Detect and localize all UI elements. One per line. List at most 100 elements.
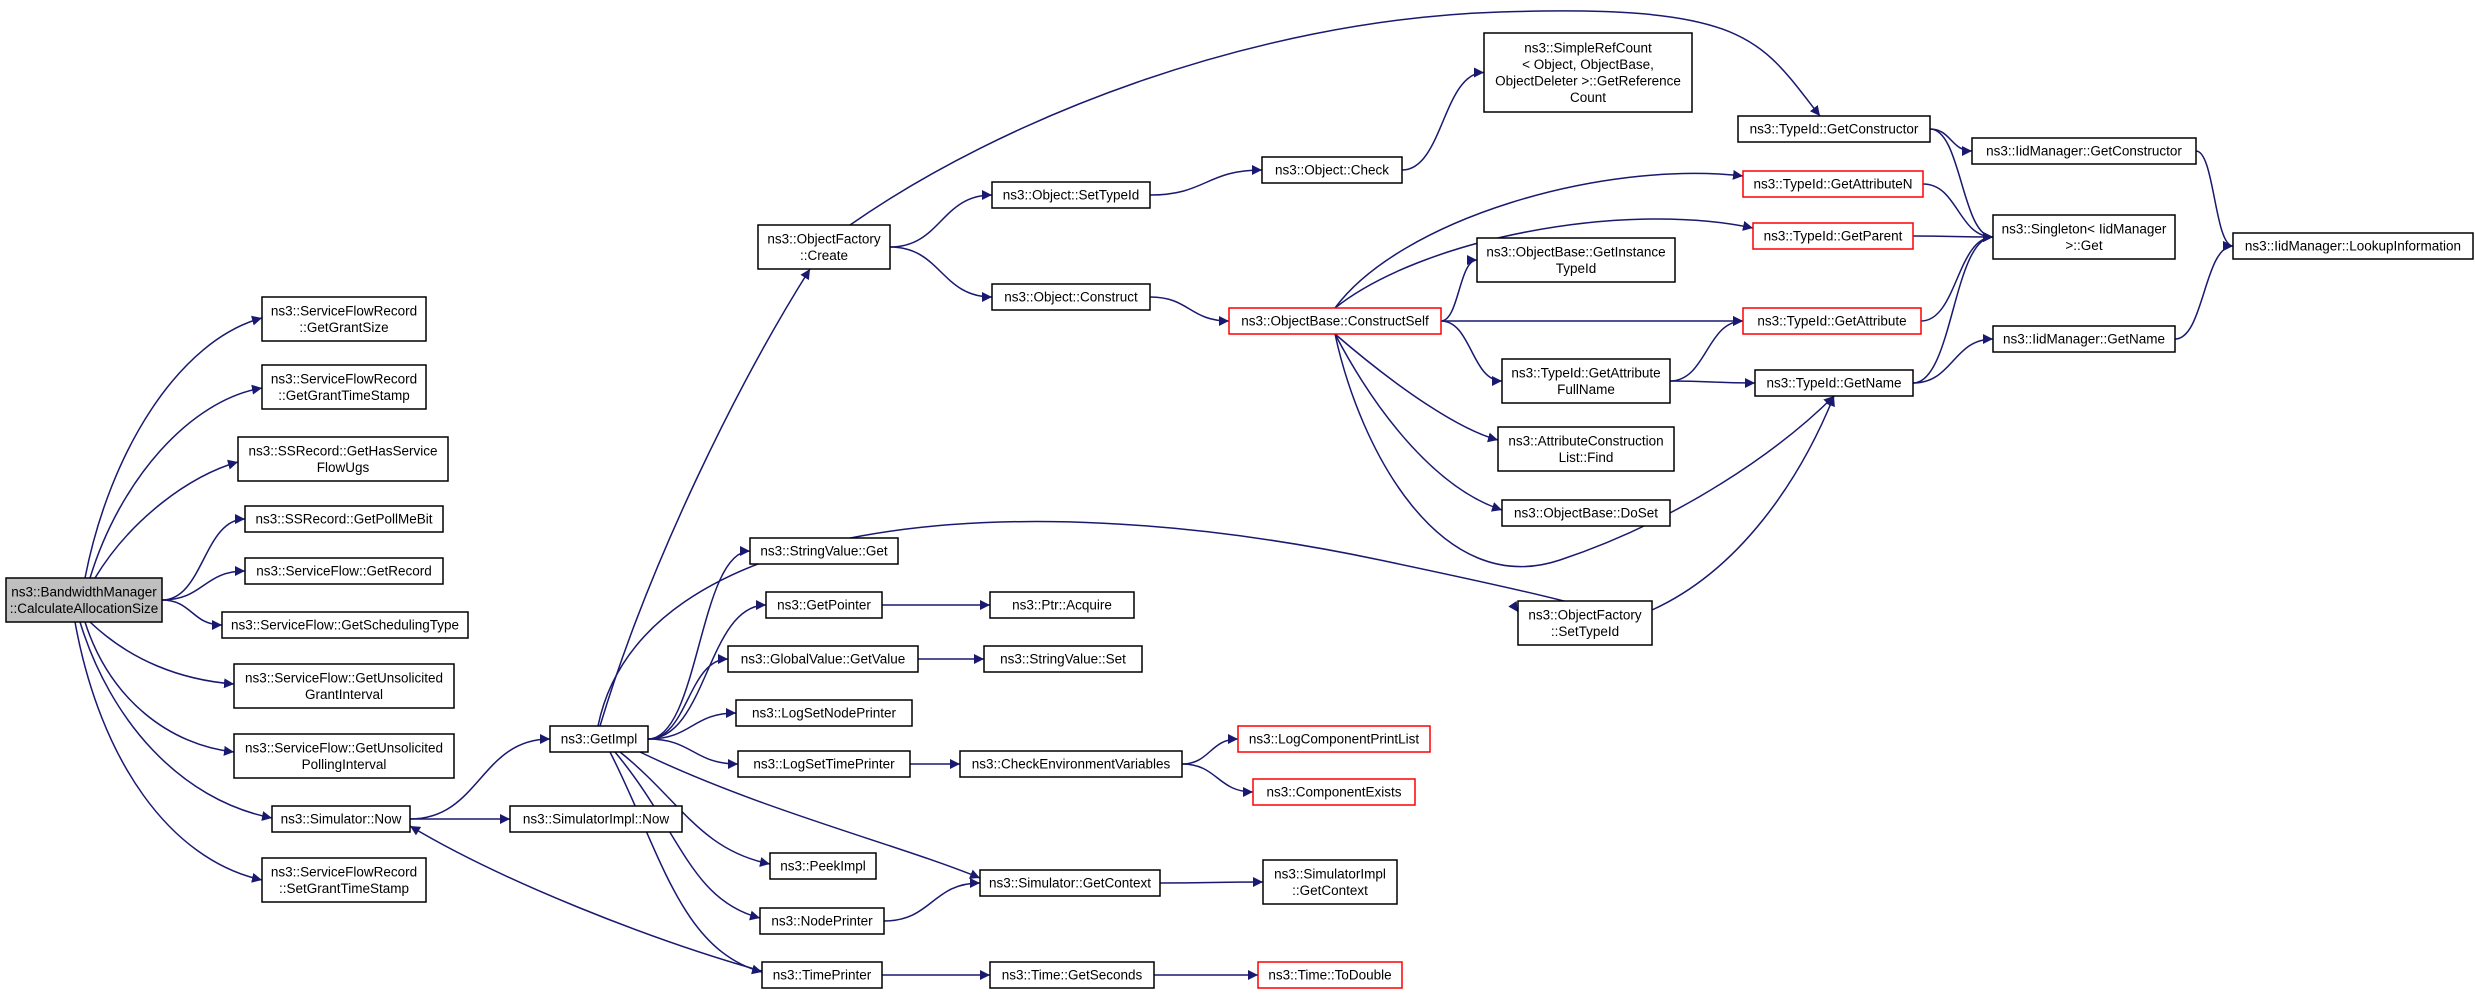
node-sim-now[interactable]: ns3::Simulator::Now xyxy=(271,805,411,833)
node-label-line: PollingInterval xyxy=(302,757,387,772)
edge-object_check-to-simplerefcount xyxy=(1401,67,1485,171)
node-globalvalue-getvalue[interactable]: ns3::GlobalValue::GetValue xyxy=(727,645,919,673)
edge-line xyxy=(161,566,246,601)
node-objfactory-create[interactable]: ns3::ObjectFactory::Create xyxy=(757,224,891,270)
node-typeid-getname[interactable]: ns3::TypeId::GetName xyxy=(1754,369,1914,397)
edge-getimpl-to-logsetnodeprinter xyxy=(647,708,737,740)
node-box xyxy=(761,961,883,989)
node-simplerefcount[interactable]: ns3::SimpleRefCount< Object, ObjectBase,… xyxy=(1483,32,1693,113)
edge-line xyxy=(639,751,981,879)
edge-getimpl-to-peekimpl xyxy=(619,751,771,867)
node-sfr-setgranttimestamp[interactable]: ns3::ServiceFlowRecord::SetGrantTimeStam… xyxy=(261,857,427,903)
node-sf-getunsolpoll[interactable]: ns3::ServiceFlow::GetUnsolicitedPollingI… xyxy=(233,733,455,779)
node-sf-getrecord[interactable]: ns3::ServiceFlow::GetRecord xyxy=(244,557,444,585)
node-time-getseconds[interactable]: ns3::Time::GetSeconds xyxy=(989,961,1155,989)
node-object-construct[interactable]: ns3::Object::Construct xyxy=(991,283,1151,311)
node-box xyxy=(2232,232,2474,260)
edge-line xyxy=(1149,296,1230,326)
node-timeprinter[interactable]: ns3::TimePrinter xyxy=(761,961,883,989)
node-stringvalue-set[interactable]: ns3::StringValue::Set xyxy=(983,645,1143,673)
edge-line xyxy=(161,599,223,630)
node-time-todouble[interactable]: ns3::Time::ToDouble xyxy=(1257,961,1403,989)
edge-line xyxy=(647,738,739,769)
edge-getimpl-to-timeprinter xyxy=(609,751,763,975)
edge-line xyxy=(1929,128,1973,156)
node-objfactory-settypeid[interactable]: ns3::ObjectFactory::SetTypeId xyxy=(1517,600,1653,646)
edge-line xyxy=(89,621,235,689)
node-object-check[interactable]: ns3::Object::Check xyxy=(1261,156,1403,184)
node-simimpl-now[interactable]: ns3::SimulatorImpl::Now xyxy=(509,805,683,833)
edge-objectbase_constructself-to-objectbase_doset xyxy=(1334,333,1503,512)
node-label-line: ::SetTypeId xyxy=(1551,624,1619,639)
node-label-line: ::SetGrantTimeStamp xyxy=(279,881,409,896)
node-simimpl-getcontext[interactable]: ns3::SimulatorImpl::GetContext xyxy=(1262,859,1398,905)
node-logcomponentprintlist[interactable]: ns3::LogComponentPrintList xyxy=(1237,725,1431,753)
node-ptr-acquire[interactable]: ns3::Ptr::Acquire xyxy=(989,591,1135,619)
node-label-line: FlowUgs xyxy=(317,460,370,475)
edge-line xyxy=(1334,218,1754,309)
edge-objectbase_constructself-to-typeid_getname xyxy=(1334,333,1835,568)
node-typeid-getparent[interactable]: ns3::TypeId::GetParent xyxy=(1752,222,1914,250)
edge-objectbase_constructself-to-typeid_getparent xyxy=(1334,218,1754,309)
node-sfr-getgrantsize[interactable]: ns3::ServiceFlowRecord::GetGrantSize xyxy=(261,296,427,342)
node-objectbase-doset[interactable]: ns3::ObjectBase::DoSet xyxy=(1501,499,1671,527)
node-label-line: ns3::SimpleRefCount xyxy=(1524,40,1652,55)
node-box xyxy=(1483,32,1693,113)
node-box xyxy=(1971,137,2197,165)
node-root[interactable]: ns3::BandwidthManager::CalculateAllocati… xyxy=(5,577,163,623)
node-singleton-get[interactable]: ns3::Singleton< IidManager>::Get xyxy=(1992,214,2176,260)
node-box xyxy=(1237,725,1431,753)
edge-typeid_getconstructor-to-iidmanager_getconstructor xyxy=(1929,128,1973,156)
node-typeid-getattribute[interactable]: ns3::TypeId::GetAttribute xyxy=(1742,307,1922,335)
node-label-line: ns3::ObjectBase::ConstructSelf xyxy=(1241,314,1429,329)
edge-getimpl-to-getpointer xyxy=(647,600,767,740)
node-logsettimeprinter[interactable]: ns3::LogSetTimePrinter xyxy=(737,750,911,778)
node-typeid-getconstructor[interactable]: ns3::TypeId::GetConstructor xyxy=(1737,115,1931,143)
node-objectbase-constructself[interactable]: ns3::ObjectBase::ConstructSelf xyxy=(1228,307,1442,335)
edge-line xyxy=(1334,333,1503,512)
edge-line xyxy=(79,621,273,821)
node-box xyxy=(244,505,444,533)
node-sfr-getgranttimestamp[interactable]: ns3::ServiceFlowRecord::GetGrantTimeStam… xyxy=(261,364,427,410)
node-label-line: ns3::LogComponentPrintList xyxy=(1249,732,1420,747)
node-label-line: ns3::GetImpl xyxy=(561,732,638,747)
node-object-settypeid[interactable]: ns3::Object::SetTypeId xyxy=(991,181,1151,209)
node-sf-getunsolgrant[interactable]: ns3::ServiceFlow::GetUnsolicitedGrantInt… xyxy=(233,663,455,709)
node-iidmanager-lookup[interactable]: ns3::IidManager::LookupInformation xyxy=(2232,232,2474,260)
node-stringvalue-get[interactable]: ns3::StringValue::Get xyxy=(749,537,899,565)
edge-line xyxy=(1669,377,1756,388)
node-iidmanager-getconstructor[interactable]: ns3::IidManager::GetConstructor xyxy=(1971,137,2197,165)
node-sim-getcontext[interactable]: ns3::Simulator::GetContext xyxy=(979,869,1161,897)
node-nodeprinter[interactable]: ns3::NodePrinter xyxy=(759,907,885,935)
edge-line xyxy=(614,751,761,921)
node-box xyxy=(1742,170,1924,198)
node-label-line: GrantInterval xyxy=(305,687,383,702)
node-box xyxy=(991,283,1151,311)
edge-line xyxy=(597,520,1593,727)
node-label-line: ns3::ObjectBase::DoSet xyxy=(1514,506,1658,521)
node-box xyxy=(749,537,899,565)
node-sf-getschedulingtype[interactable]: ns3::ServiceFlow::GetSchedulingType xyxy=(221,611,469,639)
node-box xyxy=(983,645,1143,673)
node-getimpl[interactable]: ns3::GetImpl xyxy=(549,725,649,753)
node-box xyxy=(759,907,885,935)
edge-line xyxy=(1159,877,1264,888)
edge-root-to-sim_now xyxy=(79,621,273,821)
node-logsetnodeprinter[interactable]: ns3::LogSetNodePrinter xyxy=(735,699,913,727)
node-getpointer[interactable]: ns3::GetPointer xyxy=(765,591,883,619)
node-iidmanager-getname[interactable]: ns3::IidManager::GetName xyxy=(1992,325,2176,353)
node-label-line: ns3::Ptr::Acquire xyxy=(1012,598,1112,613)
node-checkenvvars[interactable]: ns3::CheckEnvironmentVariables xyxy=(959,750,1183,778)
node-box xyxy=(1476,237,1676,283)
edge-line xyxy=(74,621,263,883)
node-box xyxy=(1752,222,1914,250)
edge-getimpl-to-globalvalue_getvalue xyxy=(647,654,729,740)
node-componentexists[interactable]: ns3::ComponentExists xyxy=(1252,778,1416,806)
node-peekimpl[interactable]: ns3::PeekImpl xyxy=(769,852,877,880)
node-typeid-getattributen[interactable]: ns3::TypeId::GetAttributeN xyxy=(1742,170,1924,198)
node-ssr-getpollmebit[interactable]: ns3::SSRecord::GetPollMeBit xyxy=(244,505,444,533)
